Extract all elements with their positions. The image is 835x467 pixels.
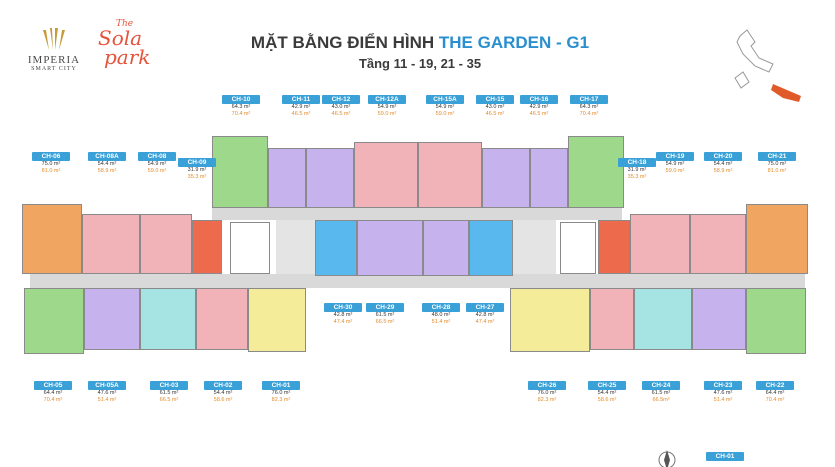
unit-ch-11 xyxy=(268,148,306,208)
unit-ch-19 xyxy=(630,214,690,274)
unit-ch-23 xyxy=(692,288,746,350)
unit-ch-16 xyxy=(530,148,568,208)
corridor xyxy=(212,208,622,220)
unit-ch-10 xyxy=(212,136,268,208)
unit-ch-02 xyxy=(196,288,248,350)
legend-label: CH-01 xyxy=(706,452,744,461)
compass-icon xyxy=(658,450,676,467)
unit-ch-25 xyxy=(590,288,634,350)
page-title: MẶT BẰNG ĐIỂN HÌNH THE GARDEN - G1 xyxy=(250,33,590,52)
elevator-core xyxy=(560,222,596,274)
corridor xyxy=(30,274,805,288)
unit-ch-12 xyxy=(306,148,354,208)
unit-ch-06 xyxy=(22,204,82,274)
unit-ch-09 xyxy=(192,220,222,274)
unit-ch-05 xyxy=(24,288,84,354)
imperia-subname: SMART CITY xyxy=(31,66,77,72)
unit-ch-08 xyxy=(140,214,192,274)
sola-park-logo: The Sola park xyxy=(98,19,151,69)
unit-ch-08a xyxy=(82,214,140,274)
unit-ch-12a xyxy=(354,142,418,208)
unit-ch-05a xyxy=(84,288,140,350)
unit-ch-27 xyxy=(469,220,513,276)
key-plan-icon xyxy=(734,29,801,102)
unit-ch-22 xyxy=(746,288,806,354)
imperia-crown-icon xyxy=(43,28,65,50)
imperia-logo: IMPERIA SMART CITY xyxy=(14,26,94,72)
unit-ch-24 xyxy=(634,288,692,350)
unit-ch-18 xyxy=(598,220,630,274)
unit-ch-03 xyxy=(140,288,196,350)
unit-ch-15a xyxy=(418,142,482,208)
unit-ch-29 xyxy=(357,220,423,276)
unit-ch-30 xyxy=(315,220,357,276)
elevator-core xyxy=(230,222,270,274)
unit-ch-01 xyxy=(248,288,306,352)
imperia-name: IMPERIA xyxy=(27,54,81,66)
unit-ch-20 xyxy=(690,214,746,274)
unit-ch-17 xyxy=(568,136,624,208)
corridor xyxy=(276,178,556,288)
unit-ch-21 xyxy=(746,204,808,274)
page-subtitle: Tầng 11 - 19, 21 - 35 xyxy=(358,56,482,71)
unit-ch-26 xyxy=(510,288,590,352)
unit-ch-28 xyxy=(423,220,469,276)
unit-ch-15 xyxy=(482,148,530,208)
